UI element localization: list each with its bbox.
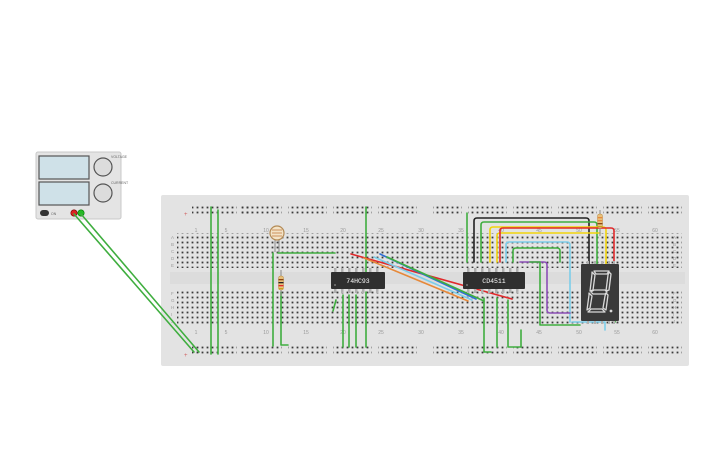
row-letter: D [673, 256, 677, 261]
chip-cd4511[interactable]: CD4511 [463, 268, 525, 293]
chip2-label: CD4511 [482, 278, 506, 285]
rail-plus-sign: + [184, 353, 188, 359]
column-number: 50 [576, 330, 582, 336]
voltage-display [38, 155, 90, 180]
column-number: 60 [652, 228, 658, 234]
top-rail-holes [192, 205, 252, 215]
column-number: 25 [378, 330, 384, 336]
center-channel [170, 272, 685, 284]
row-letter: B [673, 242, 676, 247]
column-number: 5 [225, 228, 228, 234]
resistor-2[interactable] [597, 210, 603, 236]
power-button-label: ON [51, 212, 57, 216]
column-number: 35 [458, 330, 464, 336]
decimal-point [609, 309, 613, 313]
bottom-rail-holes [192, 346, 682, 356]
chip-74hc93[interactable]: 74HC93 [331, 268, 385, 293]
rail-plus-sign: + [184, 212, 188, 218]
column-number: 40 [498, 330, 504, 336]
chip-body [331, 272, 385, 289]
column-number: 25 [378, 228, 384, 234]
wire-display-green3[interactable] [529, 261, 581, 326]
column-number: 60 [652, 330, 658, 336]
wire-display-black[interactable] [473, 217, 590, 267]
column-number: 1 [195, 228, 198, 234]
column-number: 20 [340, 228, 346, 234]
row-letter: I [171, 312, 172, 317]
power-supply[interactable]: VOLTAGE CURRENT ON [35, 151, 129, 220]
current-knob-label: CURRENT [111, 181, 129, 185]
row-letter: A [673, 235, 676, 240]
row-letter: E [171, 263, 174, 268]
column-number: 15 [303, 330, 309, 336]
column-number: 10 [263, 330, 269, 336]
digit-segments [586, 270, 612, 313]
wire-bus-orange[interactable] [363, 257, 469, 302]
column-number: 45 [536, 228, 542, 234]
row-letter: G [673, 298, 677, 303]
wire-display-green2[interactable] [512, 247, 561, 263]
column-number: 15 [303, 228, 309, 234]
wire-chip1-pin[interactable] [332, 299, 337, 312]
column-number: 55 [614, 330, 620, 336]
wire-chip2-ground[interactable] [507, 299, 522, 348]
column-number: 40 [498, 228, 504, 234]
row-letter: H [171, 305, 174, 310]
column-number: 10 [263, 228, 269, 234]
wire-display-red[interactable] [499, 227, 615, 267]
negative-terminal[interactable] [77, 209, 85, 217]
row-letter: F [673, 291, 676, 296]
row-letter: G [171, 298, 175, 303]
wire-bus-lightblue[interactable] [373, 256, 473, 301]
wire-supply-negative[interactable] [80, 213, 200, 353]
wire-supply-positive[interactable] [73, 213, 195, 353]
voltage-knob-label: VOLTAGE [111, 155, 128, 159]
voltage-knob[interactable] [93, 157, 113, 177]
photoresistor[interactable] [269, 225, 285, 252]
wire-display-lightblue[interactable] [505, 241, 571, 323]
column-number: 30 [418, 228, 424, 234]
wire-chip2-pin[interactable] [483, 297, 492, 353]
row-letter: H [673, 305, 676, 310]
row-letter: A [171, 235, 174, 240]
column-number: 50 [576, 228, 582, 234]
row-letter: I [673, 312, 674, 317]
row-letter: B [171, 242, 174, 247]
grid-holes-top [177, 233, 682, 268]
resistor-1[interactable] [278, 270, 284, 296]
column-number: 1 [195, 330, 198, 336]
wire-bus-green[interactable] [386, 256, 485, 302]
column-number: 35 [458, 228, 464, 234]
wire-display-green[interactable] [480, 221, 598, 267]
chip1-label: 74HC93 [346, 278, 370, 285]
current-knob[interactable] [93, 183, 113, 203]
wires[interactable] [73, 206, 616, 355]
chip-body [463, 272, 525, 289]
positive-terminal[interactable] [70, 209, 78, 217]
current-display [38, 181, 90, 206]
row-letter: C [673, 249, 677, 254]
wire-resistor-ground[interactable] [280, 291, 289, 346]
wire-display-lightblue2[interactable] [571, 321, 606, 331]
row-letter: J [673, 319, 675, 324]
column-number: 45 [536, 330, 542, 336]
row-letter: F [171, 291, 174, 296]
column-number: 55 [614, 228, 620, 234]
row-letter: C [171, 249, 175, 254]
column-number: 30 [418, 330, 424, 336]
row-letter: D [171, 256, 175, 261]
column-number: 5 [225, 330, 228, 336]
wire-display-purple[interactable] [519, 261, 571, 314]
power-button[interactable] [40, 210, 49, 216]
row-letter: E [673, 263, 676, 268]
seven-segment-display[interactable] [581, 261, 619, 324]
